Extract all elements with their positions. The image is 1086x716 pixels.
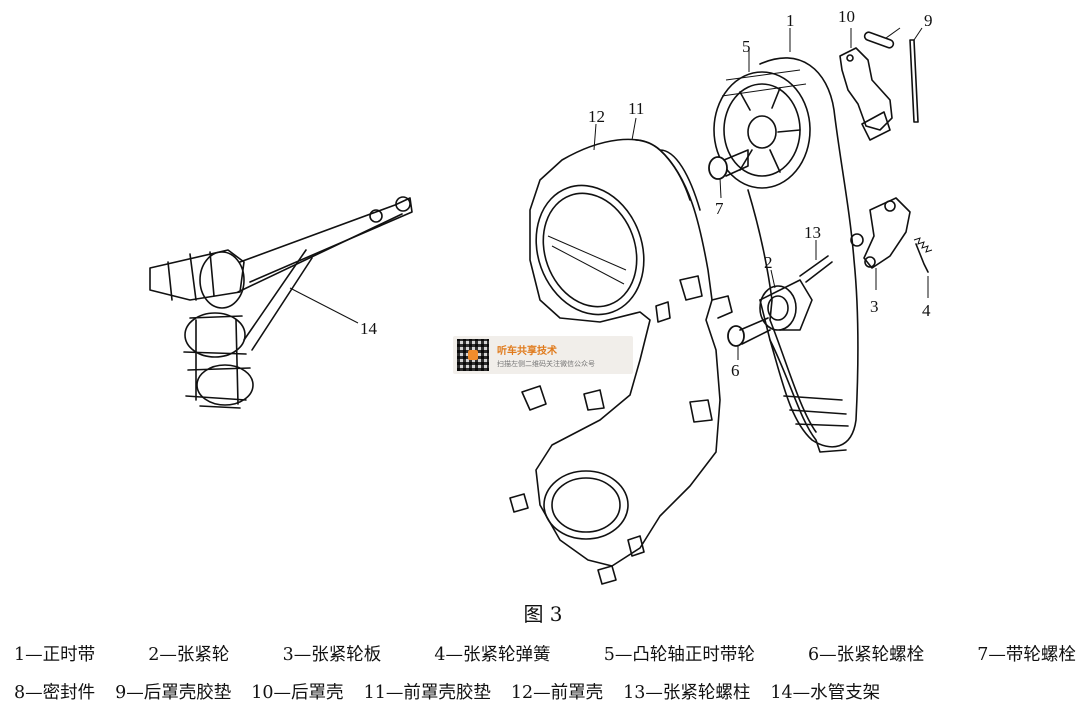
legend-item: 11—前罩壳胶垫	[363, 682, 491, 703]
legend-row-2: 8—密封件 9—后罩壳胶垫 10—后罩壳 11—前罩壳胶垫 12—前罩壳 13—…	[14, 672, 1076, 710]
watermark-badge: 听车共享技术 扫描左侧二维码关注微信公众号	[453, 336, 633, 374]
callout-5: 5	[742, 37, 751, 56]
legend-item: 7—带轮螺栓	[977, 644, 1076, 665]
watermark-title: 听车共享技术	[497, 345, 557, 357]
callout-13: 13	[804, 223, 821, 242]
legend-item: 10—后罩壳	[251, 682, 344, 703]
legend-item: 1—正时带	[14, 644, 96, 665]
legend-item: 12—前罩壳	[510, 682, 604, 703]
front-cover-drawing	[509, 117, 733, 585]
legend-item: 6—张紧轮螺栓	[807, 644, 925, 665]
parts-legend: 1—正时带 2—张紧轮 3—张紧轮板 4—张紧轮弹簧 5—凸轮轴正时带轮 6—张…	[14, 634, 1076, 710]
legend-item: 2—张紧轮	[148, 644, 230, 665]
legend-item: 8—密封件	[14, 682, 96, 703]
legend-item: 13—张紧轮螺柱	[623, 682, 751, 703]
exploded-parts-diagram: 1 2 3 4 5 6 7 9 10 11 12 13 14	[149, 7, 933, 585]
tensioner-plate-and-spring-drawing	[850, 197, 933, 298]
legend-row-1: 1—正时带 2—张紧轮 3—张紧轮板 4—张紧轮弹簧 5—凸轮轴正时带轮 6—张…	[14, 634, 1076, 672]
callout-7: 7	[715, 199, 724, 218]
water-pipe-bracket-drawing	[149, 196, 413, 409]
callout-2: 2	[764, 253, 773, 272]
qr-code-icon	[457, 339, 489, 371]
timing-belt-and-pulley-drawing	[713, 28, 859, 453]
callout-3: 3	[870, 297, 879, 316]
callout-4: 4	[922, 301, 931, 320]
rear-cover-drawing	[839, 27, 923, 141]
callout-11: 11	[628, 99, 644, 118]
callout-1: 1	[786, 11, 795, 30]
pulley-bolt-drawing	[708, 149, 749, 199]
callout-9: 9	[924, 11, 933, 30]
figure-title: 图 3	[523, 602, 563, 626]
watermark-subtitle: 扫描左侧二维码关注微信公众号	[497, 359, 595, 368]
callout-6: 6	[731, 361, 740, 380]
tensioner-assembly-drawing	[727, 240, 833, 360]
legend-item: 9—后罩壳胶垫	[115, 682, 232, 703]
legend-item: 14—水管支架	[770, 682, 881, 703]
callout-10: 10	[838, 7, 855, 26]
callout-14: 14	[360, 319, 378, 338]
callout-12: 12	[588, 107, 605, 126]
legend-item: 3—张紧轮板	[282, 644, 382, 665]
legend-item: 5—凸轮轴正时带轮	[603, 644, 755, 665]
legend-item: 4—张紧轮弹簧	[434, 644, 551, 665]
